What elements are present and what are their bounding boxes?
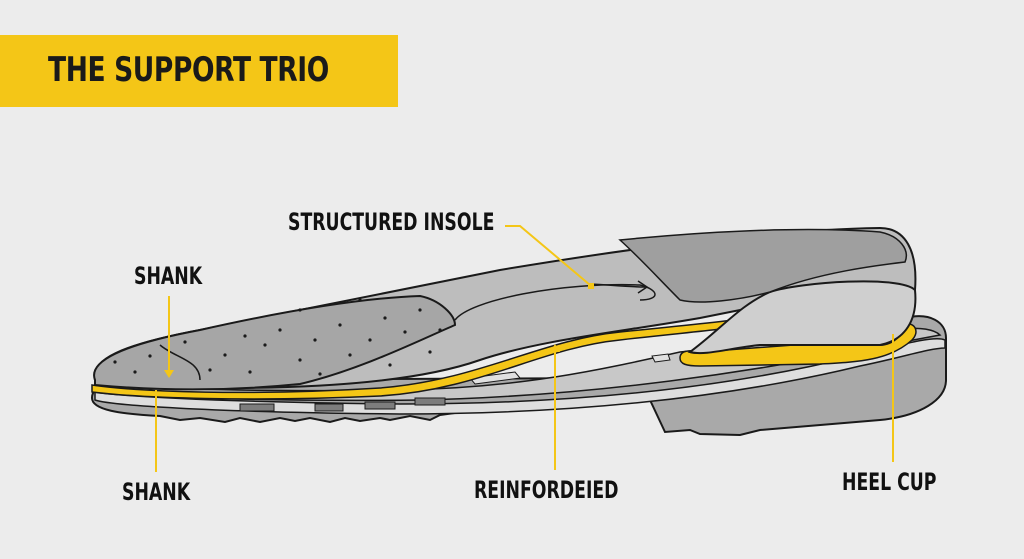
heel-rim [618,228,907,303]
page-title: THE SUPPORT TRIO [48,50,329,90]
midsole-window [414,397,446,406]
insole-arrow [589,280,649,294]
label-shank-top: SHANK [134,262,203,290]
midsole-window [364,401,396,410]
midsole-window [651,353,671,363]
midsole-window [239,403,275,412]
forefoot-toe-contour [159,344,201,381]
midsole-window [314,403,344,412]
label-reinforced: REINFORDEIED [474,476,619,504]
title-banner [0,35,398,107]
arrowhead-shank-top [164,370,174,378]
midsole-band [94,337,946,415]
arrowhead-reinforced [550,344,560,352]
label-heel-cup: HEEL CUP [842,468,937,496]
perforated-forefoot [93,294,457,391]
label-shank-bottom: SHANK [122,478,191,506]
heel-counter [687,280,917,355]
leader-structured-insole [505,225,591,286]
perforation-dots [113,298,442,376]
label-structured-insole: STRUCTURED INSOLE [288,208,495,236]
leader-dot [588,283,594,289]
